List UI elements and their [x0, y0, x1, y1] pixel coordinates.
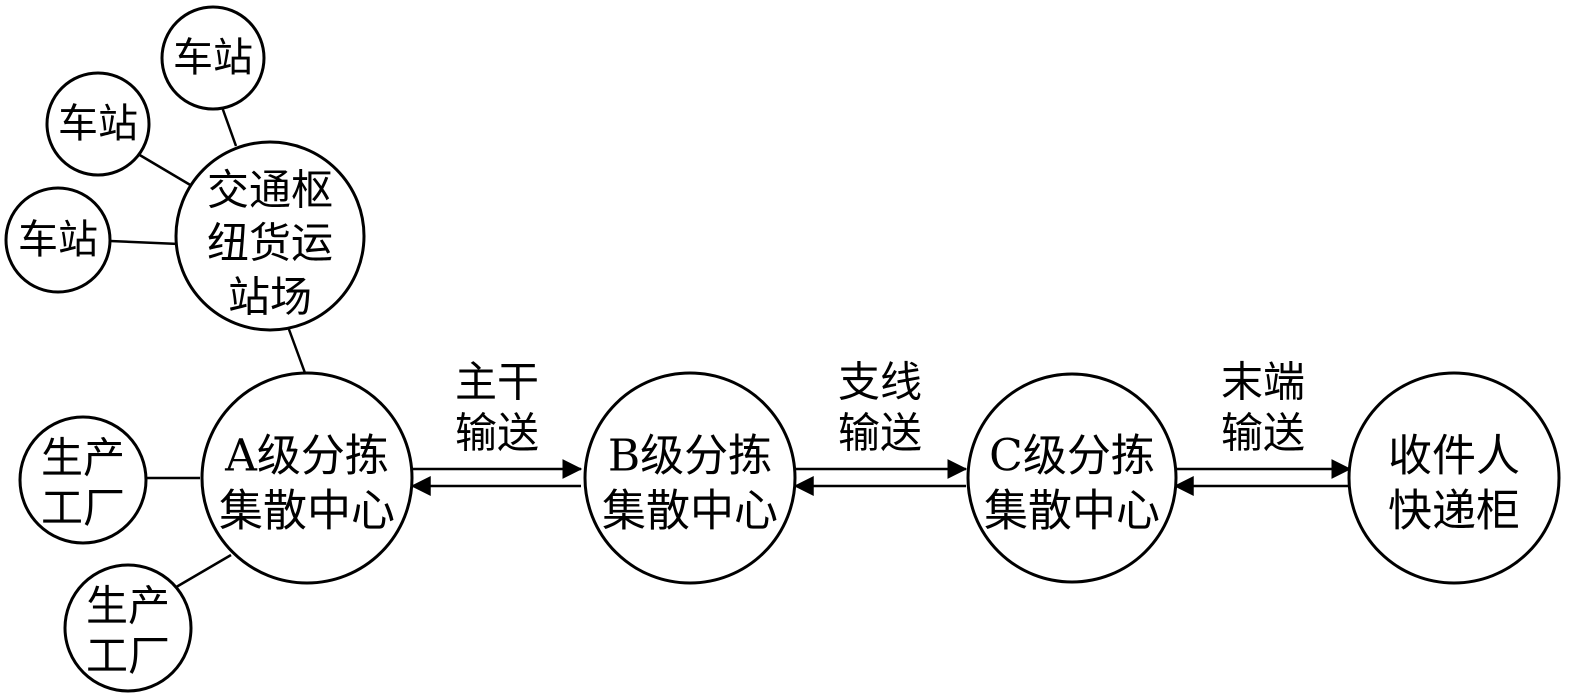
node-factory-left-label-line-2: 工厂: [41, 484, 125, 533]
edge-label-terminal: 末端 输送: [1221, 358, 1305, 458]
link-station-left-hub: [109, 239, 180, 246]
node-recipient-label-line-1: 收件人: [1388, 431, 1520, 482]
node-center-c-label-line-1: C级分拣: [989, 431, 1155, 482]
node-hub-label-line-1: 交通枢: [207, 166, 333, 215]
node-station-top-label: 车站: [173, 35, 253, 81]
link-hub-center-a: [285, 323, 307, 374]
node-factory-bottom: 生产 工厂: [63, 563, 193, 693]
node-center-b-label-line-1: B级分拣: [608, 431, 772, 482]
node-center-c-label-line-2: 集散中心: [984, 486, 1160, 537]
node-recipient-label-line-2: 快递柜: [1388, 486, 1520, 537]
edge-terminal-label-line-2: 输送: [1221, 409, 1305, 458]
edge-branch-label-line-2: 输送: [838, 409, 922, 458]
node-center-a-label-line-1: A级分拣: [224, 431, 389, 482]
edge-label-branch: 支线 输送: [838, 358, 922, 458]
link-station-top-hub: [220, 106, 238, 147]
transport-arrows: [410, 459, 1352, 496]
node-station-mid-label: 车站: [58, 101, 138, 147]
edge-branch-label-line-1: 支线: [838, 358, 922, 407]
node-hub: 交通枢 纽货运 站场: [174, 140, 366, 332]
node-station-left: 车站: [4, 186, 112, 294]
node-station-top: 车站: [160, 5, 266, 111]
node-factory-bottom-label-line-2: 工厂: [86, 632, 170, 681]
node-center-b: B级分拣 集散中心: [583, 371, 797, 585]
edge-terminal-label-line-1: 末端: [1221, 358, 1305, 407]
node-factory-bottom-label-line-1: 生产: [86, 582, 170, 631]
node-factory-left-label-line-1: 生产: [41, 434, 125, 483]
node-station-left-label: 车站: [18, 217, 98, 263]
edge-trunk-label-line-1: 主干: [455, 358, 539, 407]
node-center-b-label-line-2: 集散中心: [602, 486, 778, 537]
node-factory-left: 生产 工厂: [18, 415, 148, 545]
node-center-a-label-line-2: 集散中心: [219, 486, 395, 537]
node-hub-label-line-3: 站场: [228, 273, 312, 322]
node-recipient: 收件人 快递柜: [1347, 371, 1561, 585]
edge-label-trunk: 主干 输送: [455, 358, 539, 458]
node-center-a: A级分拣 集散中心: [200, 371, 414, 585]
edge-trunk-label-line-2: 输送: [455, 409, 539, 458]
link-station-mid-hub: [137, 152, 193, 188]
node-hub-label-line-2: 纽货运: [207, 219, 333, 268]
node-station-mid: 车站: [45, 71, 151, 177]
node-center-c: C级分拣 集散中心: [966, 372, 1178, 584]
